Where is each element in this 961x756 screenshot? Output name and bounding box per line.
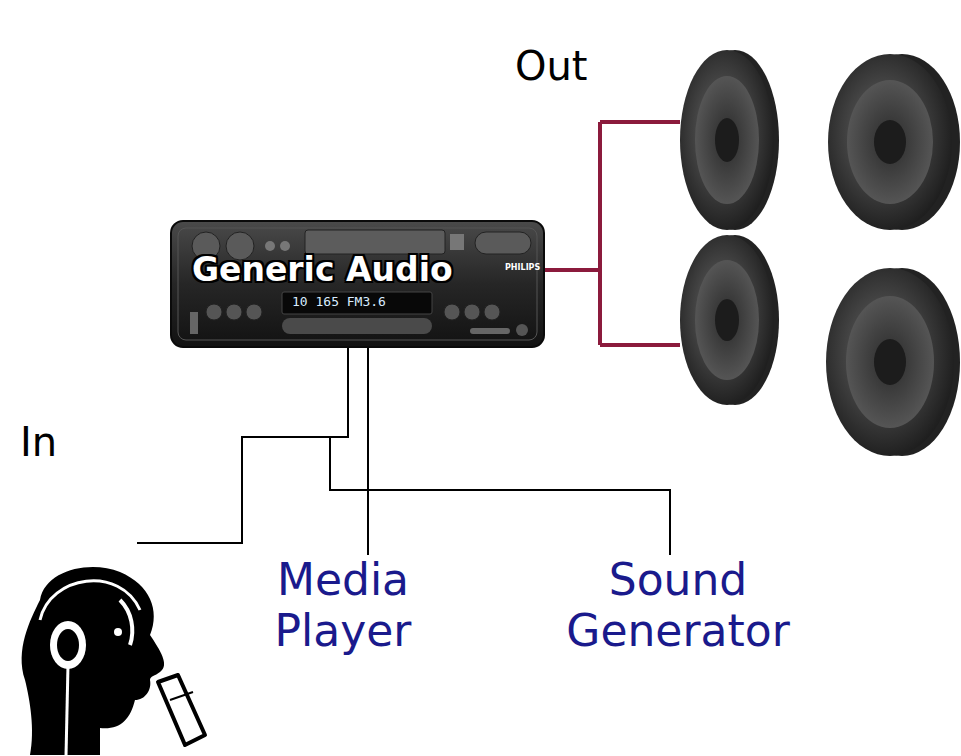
- signal-wire: [330, 348, 670, 555]
- port-label: In: [20, 420, 57, 464]
- node-text: Generic Audio: [192, 250, 453, 290]
- input-wire: [137, 437, 348, 543]
- signal-wire: [367, 348, 369, 555]
- node-text: Sound Generator: [543, 555, 813, 656]
- source-label: Media Player: [243, 555, 443, 656]
- speaker-symbol: [826, 268, 960, 456]
- source-label: Sound Generator: [543, 555, 813, 656]
- person-icon: [22, 567, 205, 756]
- radio-unit: Generic Audio: [170, 220, 545, 348]
- node-text: Media Player: [243, 555, 443, 656]
- speaker-symbol: [828, 54, 960, 230]
- output-wire: [545, 122, 680, 345]
- display-text: 10 165 FM3.6: [292, 295, 386, 309]
- brand-text: PHILIPS: [505, 264, 540, 273]
- speaker-symbol: [680, 50, 779, 230]
- port-label: Out: [515, 44, 588, 88]
- speaker-symbol: [680, 235, 779, 405]
